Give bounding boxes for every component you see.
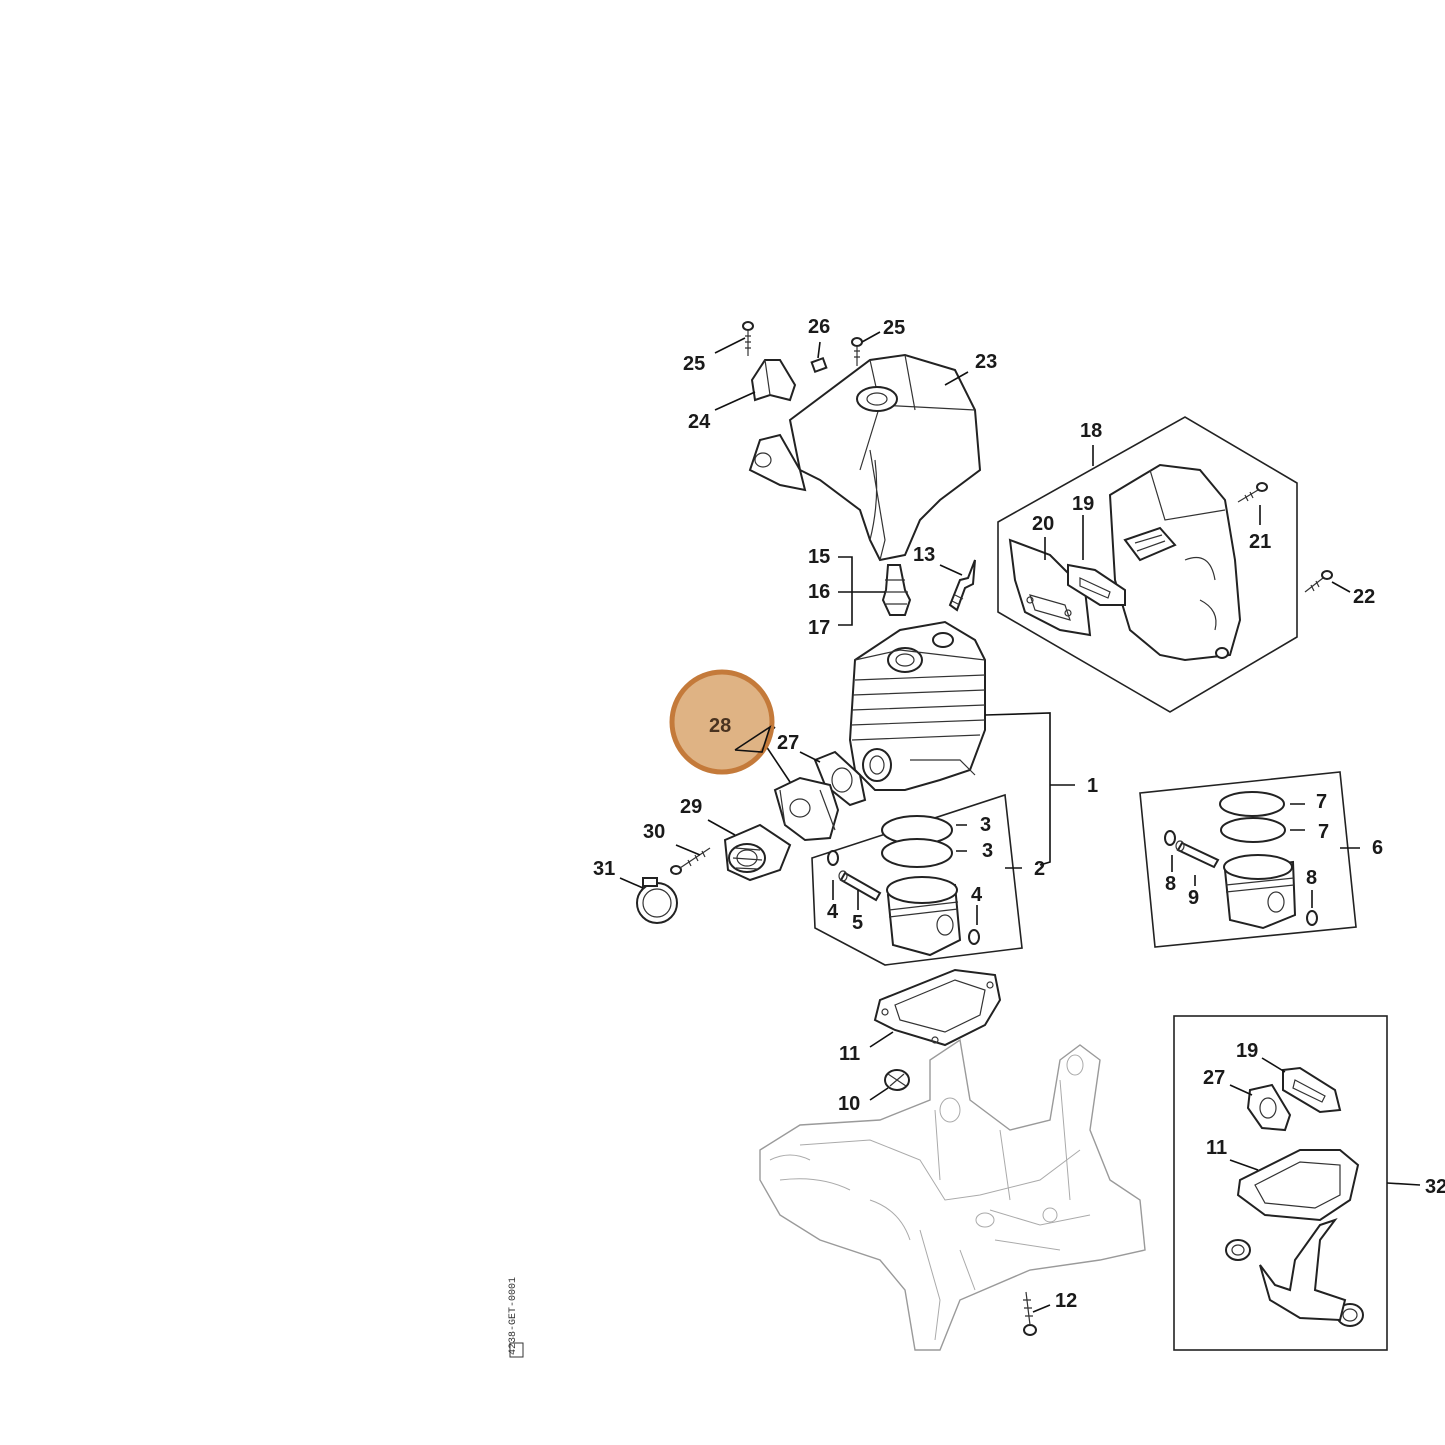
label-3a: 3 [980, 814, 991, 836]
intake-manifold-drawing [723, 823, 792, 882]
label-17: 17 [808, 617, 830, 639]
cylinder-drawing [848, 620, 986, 791]
bracket-drawing [750, 359, 797, 402]
muffler-gasket-19-drawing [1067, 563, 1126, 606]
label-20: 20 [1032, 513, 1054, 535]
label-7a: 7 [1316, 791, 1327, 813]
label-5: 5 [852, 912, 863, 934]
top-cover-drawing [748, 353, 982, 562]
piston-drawing-6 [1164, 791, 1318, 930]
screw-25b-drawing [851, 337, 863, 366]
label-23: 23 [975, 351, 997, 373]
label-22: 22 [1353, 586, 1375, 608]
label-8b: 8 [1306, 867, 1317, 889]
label-32: 32 [1425, 1176, 1445, 1198]
screw-12-drawing [1023, 1291, 1037, 1336]
label-12: 12 [1055, 1290, 1077, 1312]
label-4b: 4 [971, 884, 983, 906]
label-11: 11 [839, 1043, 860, 1065]
label-24: 24 [688, 411, 711, 433]
crankcase-drawing [759, 1038, 1146, 1351]
label-7b: 7 [1318, 821, 1329, 843]
label-21: 21 [1249, 531, 1271, 553]
label-30: 30 [643, 821, 665, 843]
spark-plug-boot-drawing [881, 564, 912, 616]
label-25b: 25 [883, 317, 905, 339]
hose-clamp-drawing [636, 877, 678, 924]
muffler-plate-drawing [1008, 538, 1092, 637]
needle-cage-drawing [884, 1069, 910, 1091]
label-19: 19 [1072, 493, 1094, 515]
spark-plug-drawing [948, 559, 976, 612]
part-labels: 1 2 3 3 4 4 5 6 7 7 8 8 9 10 11 11 12 13… [593, 316, 1445, 1312]
piston-drawing-2 [827, 815, 980, 957]
screw-25a-drawing [742, 321, 754, 356]
label-1: 1 [1087, 775, 1098, 797]
label-18: 18 [1080, 420, 1102, 442]
label-19b: 19 [1236, 1040, 1258, 1062]
drawing-code-text: 4238-GET-0001 [508, 1277, 519, 1355]
label-3b: 3 [982, 840, 993, 862]
label-10: 10 [838, 1093, 860, 1115]
clip-drawing [810, 356, 828, 374]
highlight-label: 28 [709, 715, 731, 737]
highlight-marker[interactable] [669, 669, 775, 775]
label-4a: 4 [827, 901, 839, 923]
label-9: 9 [1188, 887, 1199, 909]
muffler-drawing [1108, 463, 1242, 662]
muffler-box [997, 416, 1298, 713]
label-8a: 8 [1165, 873, 1176, 895]
label-2: 2 [1034, 858, 1045, 880]
screw-21-drawing [1237, 482, 1268, 503]
piston-box-2 [811, 793, 1023, 966]
label-15: 15 [808, 546, 830, 568]
label-13: 13 [913, 544, 935, 566]
label-16: 16 [808, 581, 830, 603]
piston-box-6 [1139, 771, 1357, 948]
carburetor-drawing [773, 776, 840, 842]
label-27: 27 [777, 732, 799, 754]
drawing-code: 4238-GET-0001 [508, 1277, 524, 1358]
label-11b: 11 [1206, 1137, 1227, 1159]
screw-30-drawing [670, 847, 711, 875]
label-26: 26 [808, 316, 830, 338]
label-27b: 27 [1203, 1067, 1225, 1089]
highlight-leader [734, 725, 772, 753]
gasket-set-drawing [1225, 1066, 1364, 1327]
screw-22-drawing [1304, 570, 1333, 593]
base-gasket-drawing [873, 968, 1002, 1047]
label-29: 29 [680, 796, 702, 818]
label-31: 31 [593, 858, 615, 880]
label-6: 6 [1372, 837, 1383, 859]
label-25a: 25 [683, 353, 705, 375]
